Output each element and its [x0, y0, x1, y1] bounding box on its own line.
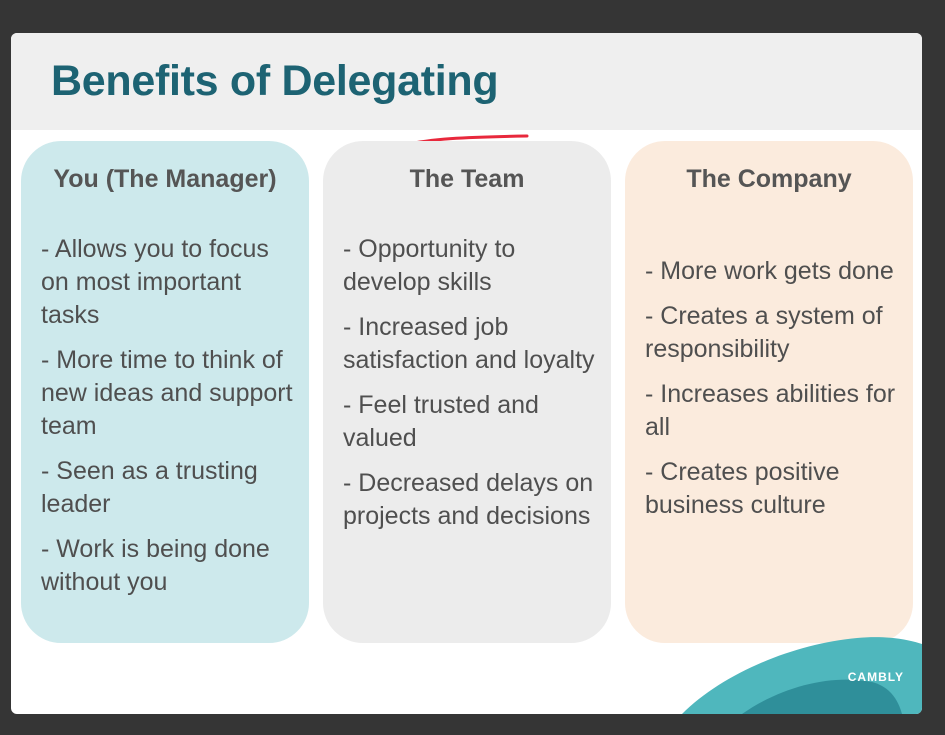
slide: Benefits of Delegating You (The Manager)… — [11, 33, 922, 714]
benefit-list: - Allows you to focus on most important … — [41, 233, 301, 611]
list-item: - Creates a system of responsibility — [645, 302, 883, 363]
list-item: - Increases abilities for all — [645, 380, 896, 441]
decorative-wave-shape — [682, 637, 922, 714]
card-heading: You (The Manager) — [53, 165, 277, 193]
title-band: Benefits of Delegating — [11, 33, 922, 130]
list-item: - Work is being done without you — [41, 535, 270, 596]
brand-logo: CAMBLY — [847, 670, 904, 684]
list-item: - Seen as a trusting leader — [41, 457, 258, 518]
list-item: - More time to think of new ideas and su… — [41, 346, 293, 440]
list-item: - More work gets done — [645, 257, 894, 285]
benefit-list: - Opportunity to develop skills - Increa… — [343, 233, 603, 545]
list-item: - Allows you to focus on most important … — [41, 235, 269, 329]
list-item: - Creates positive business culture — [645, 458, 840, 519]
list-item: - Opportunity to develop skills — [343, 235, 516, 296]
list-item: - Increased job satisfaction and loyalty — [343, 313, 595, 374]
list-item: - Decreased delays on projects and decis… — [343, 469, 594, 530]
card-manager: You (The Manager) - Allows you to focus … — [21, 141, 309, 643]
card-heading: The Team — [409, 165, 525, 193]
card-heading: The Company — [686, 165, 852, 193]
list-item: - Feel trusted and valued — [343, 391, 539, 452]
card-team: The Team - Opportunity to develop skills… — [323, 141, 611, 643]
slide-title: Benefits of Delegating — [51, 57, 499, 105]
benefit-list: - More work gets done - Creates a system… — [645, 255, 905, 534]
card-company: The Company - More work gets done - Crea… — [625, 141, 913, 643]
